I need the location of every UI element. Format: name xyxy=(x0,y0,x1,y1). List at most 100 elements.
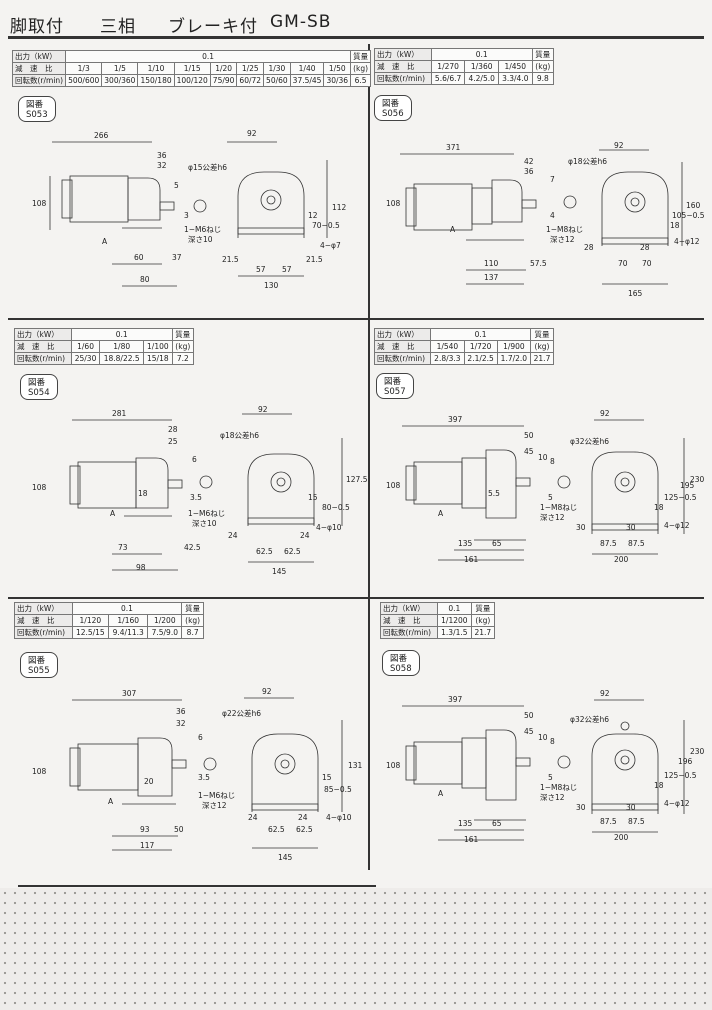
label-output: 出力（kW） xyxy=(14,328,72,341)
divider-bottom xyxy=(18,885,376,887)
view-arrow-a: A xyxy=(108,797,114,806)
mass-value: 21.7 xyxy=(530,352,554,365)
label-mass: 質量 xyxy=(531,48,555,61)
dim-base: 130 xyxy=(264,281,279,290)
output-value: 0.1 xyxy=(430,328,531,341)
dim-depth: 深さ12 xyxy=(202,801,227,810)
dim-f-30a: 30 xyxy=(576,803,586,812)
figure-label-s054: 図番S054 xyxy=(20,374,58,400)
dim-holes: 4−φ10 xyxy=(326,813,352,822)
dim-total: 397 xyxy=(448,415,463,424)
ratio-cell: 1/5 xyxy=(101,62,139,75)
dim-b-93: 93 xyxy=(140,825,150,834)
speed-cell: 18.8/22.5 xyxy=(99,352,145,365)
dim-h-112: 112 xyxy=(332,203,347,212)
dim-total: 281 xyxy=(112,409,127,418)
dim-f-62b: 62.5 xyxy=(284,547,301,556)
dim-key-7: 7 xyxy=(550,175,555,184)
dim-holes: 4−φ12 xyxy=(674,237,700,246)
dim-h-160: 160 xyxy=(686,201,701,210)
figure-label-s053: 図番S053 xyxy=(18,96,56,122)
dim-width-92: 92 xyxy=(600,689,610,698)
dim-tap: 1−M6ねじ xyxy=(188,509,225,518)
label-ratio: 減 速 比 xyxy=(11,62,67,75)
dim-d2: 32 xyxy=(176,719,186,728)
label-ratio: 減 速 比 xyxy=(14,614,73,627)
dim-h-18: 18 xyxy=(670,221,680,230)
dim-key-6: 6 xyxy=(198,733,203,742)
output-value: 0.1 xyxy=(430,48,533,61)
view-arrow-a: A xyxy=(102,237,108,246)
label-mass: 質量 xyxy=(470,602,496,615)
divider-row1 xyxy=(8,318,704,320)
dim-d1: 42 xyxy=(524,157,534,166)
dim-f-87a: 87.5 xyxy=(600,817,617,826)
label-speed: 回転数(r/min) xyxy=(14,626,73,639)
label-output: 出力（kW） xyxy=(11,50,67,63)
speed-cell: 1.3/1.5 xyxy=(437,626,472,639)
ratio-cell: 1/15 xyxy=(173,62,211,75)
ratio-cell: 1/540 xyxy=(430,340,465,353)
dim-b-110: 110 xyxy=(484,259,499,268)
dim-d2: 45 xyxy=(524,727,534,736)
drawing-s058: 397 108 50 45 φ32公差h6 10 8 5 1−M8ねじ 深さ12… xyxy=(386,689,705,844)
dim-b-18: 18 xyxy=(138,489,148,498)
dim-width-92: 92 xyxy=(262,687,272,696)
spec-table-s054: 出力（kW） 0.1 質量 減 速 比 1/60 1/80 1/100 (kg)… xyxy=(14,328,195,365)
dim-b-20: 20 xyxy=(144,777,154,786)
speed-cell: 15/18 xyxy=(143,352,173,365)
figure-label-s058: 図番S058 xyxy=(382,650,420,676)
dim-d1: 50 xyxy=(524,431,534,440)
dim-b-80: 80 xyxy=(140,275,150,284)
dim-f-24b: 24 xyxy=(298,813,308,822)
dim-f-62b: 62.5 xyxy=(296,825,313,834)
dim-base: 145 xyxy=(278,853,293,862)
speed-cell: 30/36 xyxy=(323,74,352,87)
dim-key-8: 8 xyxy=(550,457,555,466)
divider-row2 xyxy=(8,597,704,599)
speed-cell: 9.4/11.3 xyxy=(108,626,149,639)
dim-f-57b: 57 xyxy=(282,265,292,274)
ratio-cell: 1/200 xyxy=(147,614,183,627)
speed-cell: 75/90 xyxy=(209,74,238,87)
dim-f-70a: 70 xyxy=(618,259,628,268)
view-arrow-a: A xyxy=(450,225,456,234)
label-mass: 質量 xyxy=(530,328,554,341)
speed-cell: 2.8/3.3 xyxy=(430,352,465,365)
dim-h-12: 12 xyxy=(308,211,318,220)
dim-total: 307 xyxy=(122,689,137,698)
dim-width-92: 92 xyxy=(247,129,257,138)
dim-h-15: 15 xyxy=(308,493,318,502)
dim-b-42: 42.5 xyxy=(184,543,201,552)
dim-f-24a: 24 xyxy=(228,531,238,540)
speed-cell: 3.3/4.0 xyxy=(497,72,533,85)
dim-base: 200 xyxy=(614,833,629,842)
label-kg: (kg) xyxy=(171,340,195,353)
dim-shaft: φ22公差h6 xyxy=(222,708,261,718)
dotted-background xyxy=(0,888,712,1010)
output-value: 0.1 xyxy=(65,50,352,63)
dim-depth: 深さ10 xyxy=(188,235,213,244)
dim-b-137: 137 xyxy=(484,273,499,282)
label-output: 出力（kW） xyxy=(373,328,432,341)
output-value: 0.1 xyxy=(70,328,173,341)
dim-b-135: 135 xyxy=(458,539,473,548)
dim-b-73: 73 xyxy=(118,543,128,552)
dim-height: 108 xyxy=(386,761,401,770)
speed-cell: 1.7/2.0 xyxy=(496,352,532,365)
dim-width-92: 92 xyxy=(600,409,610,418)
figure-label-s056: 図番S056 xyxy=(374,95,412,121)
dim-holes: 4−φ12 xyxy=(664,799,690,808)
ratio-cell: 1/100 xyxy=(143,340,173,353)
dim-width-92: 92 xyxy=(258,405,268,414)
dim-h-15: 15 xyxy=(322,773,332,782)
dim-shaft: φ15公差h6 xyxy=(188,162,227,172)
dim-b-37: 37 xyxy=(172,253,182,262)
label-kg: (kg) xyxy=(470,614,496,627)
dim-depth: 深さ10 xyxy=(192,519,217,528)
ratio-cell: 1/25 xyxy=(236,62,265,75)
dim-key-3: 3.5 xyxy=(190,493,202,502)
speed-cell: 4.2/5.0 xyxy=(464,72,499,85)
label-speed: 回転数(r/min) xyxy=(14,352,72,365)
dim-depth: 深さ12 xyxy=(540,513,565,522)
